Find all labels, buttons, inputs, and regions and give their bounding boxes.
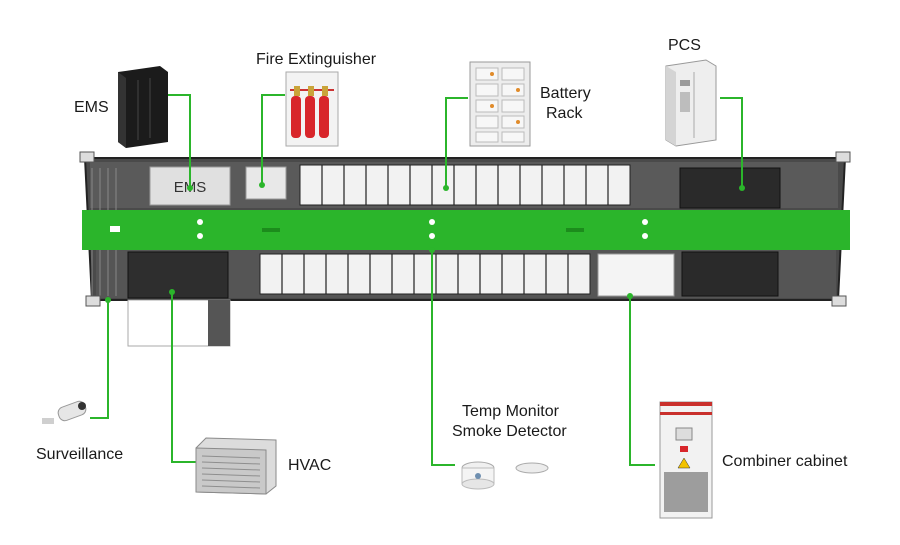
hvac-unit-image xyxy=(195,437,277,495)
label-hvac: HVAC xyxy=(288,457,332,474)
ems-cabinet-image xyxy=(118,66,168,148)
smoke-detector-image xyxy=(461,461,495,490)
combiner-unit-in-container xyxy=(597,253,675,297)
label-temp-monitor: Temp Monitor xyxy=(462,403,559,420)
label-ems: EMS xyxy=(74,99,109,116)
label-battery-line-2: Rack xyxy=(546,105,583,122)
fire-unit-in-container xyxy=(245,166,287,200)
cabinet-bottom-right xyxy=(681,251,779,297)
label-fire-extinguisher: Fire Extinguisher xyxy=(256,51,377,68)
pcs-unit-in-container xyxy=(679,167,781,209)
label-pcs: PCS xyxy=(668,37,701,54)
battery-row-top xyxy=(299,164,631,206)
hvac-unit-in-container xyxy=(127,251,231,347)
label-surveillance: Surveillance xyxy=(36,446,124,463)
temp-monitor-image xyxy=(515,462,549,474)
pcs-cabinet-image xyxy=(665,59,717,147)
connector-lines xyxy=(90,94,743,466)
connector-dots xyxy=(105,182,745,303)
label-combiner-cabinet: Combiner cabinet xyxy=(722,453,848,470)
battery-rack-image xyxy=(469,61,531,147)
combiner-cabinet-image xyxy=(659,401,713,519)
fire-extinguisher-image xyxy=(285,71,339,147)
label-battery-line-1: Battery xyxy=(540,85,591,102)
label-smoke-detector: Smoke Detector xyxy=(452,423,567,440)
green-band xyxy=(82,210,850,250)
surveillance-camera-image xyxy=(42,400,87,424)
battery-row-bottom xyxy=(259,253,591,295)
